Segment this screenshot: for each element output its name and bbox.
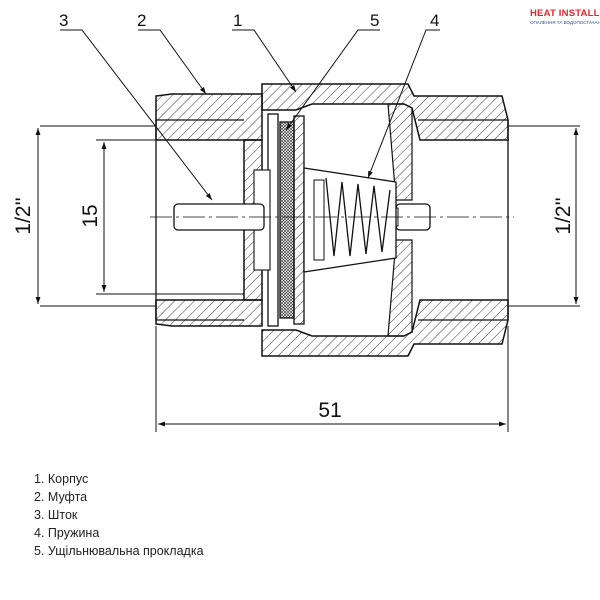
legend-item-coupling: 2. Муфта: [34, 490, 88, 504]
spring-assembly: [303, 167, 397, 273]
legend-item-gasket: 5. Ущільнювальна прокладка: [34, 544, 204, 558]
callout-3: 3: [59, 11, 68, 30]
body-top-wall: [261, 83, 509, 141]
brand-logo-tagline: ОПАЛЕННЯ ТА ВОДОПОСТАЧАННЯ: [530, 20, 600, 25]
dim-left-bore: 1/2'': [12, 197, 35, 234]
legend-item-body: 1. Корпус: [34, 472, 89, 486]
callout-4: 4: [430, 11, 439, 30]
bore-outlines: [155, 119, 509, 321]
spring: [325, 177, 391, 257]
coupling-top-wall: [155, 93, 263, 141]
legend-item-stem: 3. Шток: [34, 508, 78, 522]
dim-inner-bore: 15: [79, 204, 102, 227]
dim-overall-length: 51: [318, 399, 341, 422]
callout-1: 1: [233, 11, 242, 30]
brand-logo: HEAT INSTALL ОПАЛЕННЯ ТА ВОДОПОСТАЧАННЯ: [530, 8, 600, 25]
parts-legend: 1. Корпус 2. Муфта 3. Шток 4. Пружина 5.…: [34, 470, 204, 560]
dimension-lines: [35, 125, 580, 432]
sealing-gasket: [279, 121, 295, 319]
callout-5: 5: [370, 11, 379, 30]
legend-item-spring: 4. Пружина: [34, 526, 100, 540]
leader-lines: [60, 29, 440, 201]
coupling-bottom-wall: [155, 299, 263, 327]
dim-right-bore: 1/2'': [552, 197, 575, 234]
brand-logo-name: HEAT INSTALL: [530, 8, 600, 19]
callout-2: 2: [137, 11, 146, 30]
valve-plate: [293, 115, 305, 325]
body-bottom-wall: [261, 299, 509, 357]
